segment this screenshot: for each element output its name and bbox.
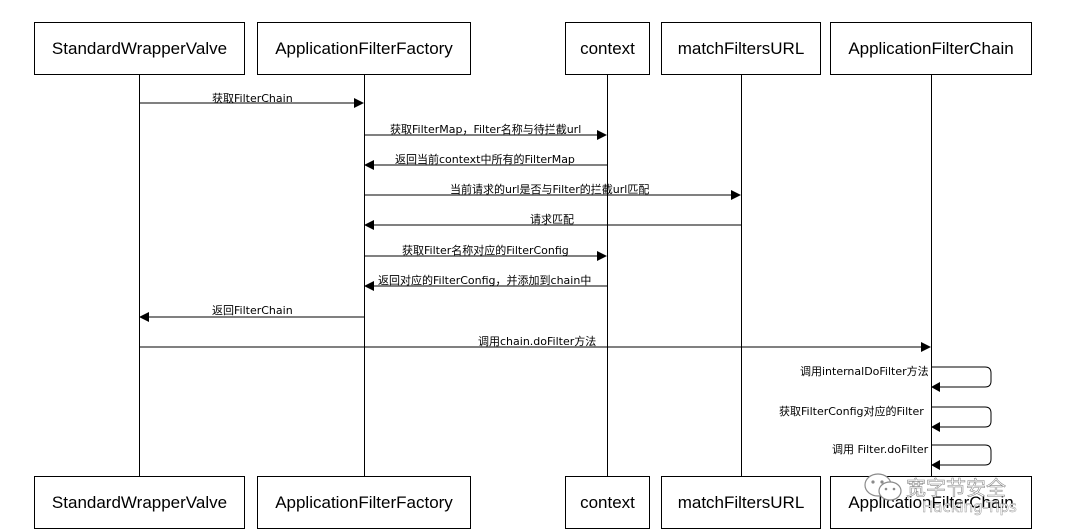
participant-bottom-matchfiltersurl: matchFiltersURL bbox=[661, 476, 821, 529]
message-label-8: 返回FilterChain bbox=[212, 304, 293, 317]
message-label-2: 获取FilterMap，Filter名称与待拦截url bbox=[390, 123, 582, 136]
participant-top-applicationfilterchain: ApplicationFilterChain bbox=[830, 22, 1032, 75]
participant-top-context: context bbox=[565, 22, 650, 75]
arrowhead-12 bbox=[931, 460, 940, 470]
arrowhead-9 bbox=[921, 342, 931, 352]
message-label-12: 调用 Filter.doFilter bbox=[832, 443, 929, 456]
participant-top-matchfiltersurl: matchFiltersURL bbox=[661, 22, 821, 75]
message-label-1: 获取FilterChain bbox=[212, 92, 293, 105]
arrowhead-10 bbox=[931, 382, 940, 392]
lifeline-standardwrappervalve bbox=[139, 75, 140, 476]
lifeline-applicationfilterfactory bbox=[364, 75, 365, 476]
message-label-3: 返回当前context中所有的FilterMap bbox=[395, 153, 575, 166]
self-message-loop-10 bbox=[931, 366, 992, 388]
watermark: 宽字节安全 Hacking-Tips bbox=[862, 468, 1062, 528]
lifeline-context bbox=[607, 75, 608, 476]
self-message-loop-12 bbox=[931, 444, 992, 466]
lifeline-applicationfilterchain bbox=[931, 75, 932, 476]
wechat-logo-icon bbox=[864, 473, 902, 501]
participant-bottom-context: context bbox=[565, 476, 650, 529]
arrowhead-2 bbox=[597, 130, 607, 140]
watermark-title: 宽字节安全 bbox=[906, 476, 1007, 501]
message-label-7: 返回对应的FilterConfig，并添加到chain中 bbox=[378, 274, 592, 287]
message-label-6: 获取Filter名称对应的FilterConfig bbox=[402, 244, 569, 257]
participant-bottom-standardwrappervalve: StandardWrapperValve bbox=[34, 476, 245, 529]
arrowhead-5 bbox=[364, 220, 374, 230]
participant-top-standardwrappervalve: StandardWrapperValve bbox=[34, 22, 245, 75]
message-label-4: 当前请求的url是否与Filter的拦截url匹配 bbox=[450, 183, 650, 196]
arrowhead-1 bbox=[354, 98, 364, 108]
self-message-loop-11 bbox=[931, 406, 992, 428]
arrowhead-11 bbox=[931, 422, 940, 432]
message-label-5: 请求匹配 bbox=[530, 213, 574, 226]
arrowhead-7 bbox=[364, 281, 374, 291]
arrowhead-4 bbox=[731, 190, 741, 200]
arrowhead-3 bbox=[364, 160, 374, 170]
watermark-subtitle: Hacking-Tips bbox=[922, 498, 1017, 517]
participant-bottom-applicationfilterfactory: ApplicationFilterFactory bbox=[257, 476, 471, 529]
arrowhead-6 bbox=[597, 251, 607, 261]
message-label-9: 调用chain.doFilter方法 bbox=[478, 335, 597, 348]
lifeline-matchfiltersurl bbox=[741, 75, 742, 476]
arrowhead-8 bbox=[139, 312, 149, 322]
message-label-10: 调用internalDoFilter方法 bbox=[800, 365, 929, 378]
participant-top-applicationfilterfactory: ApplicationFilterFactory bbox=[257, 22, 471, 75]
message-label-11: 获取FilterConfig对应的Filter bbox=[779, 405, 924, 418]
